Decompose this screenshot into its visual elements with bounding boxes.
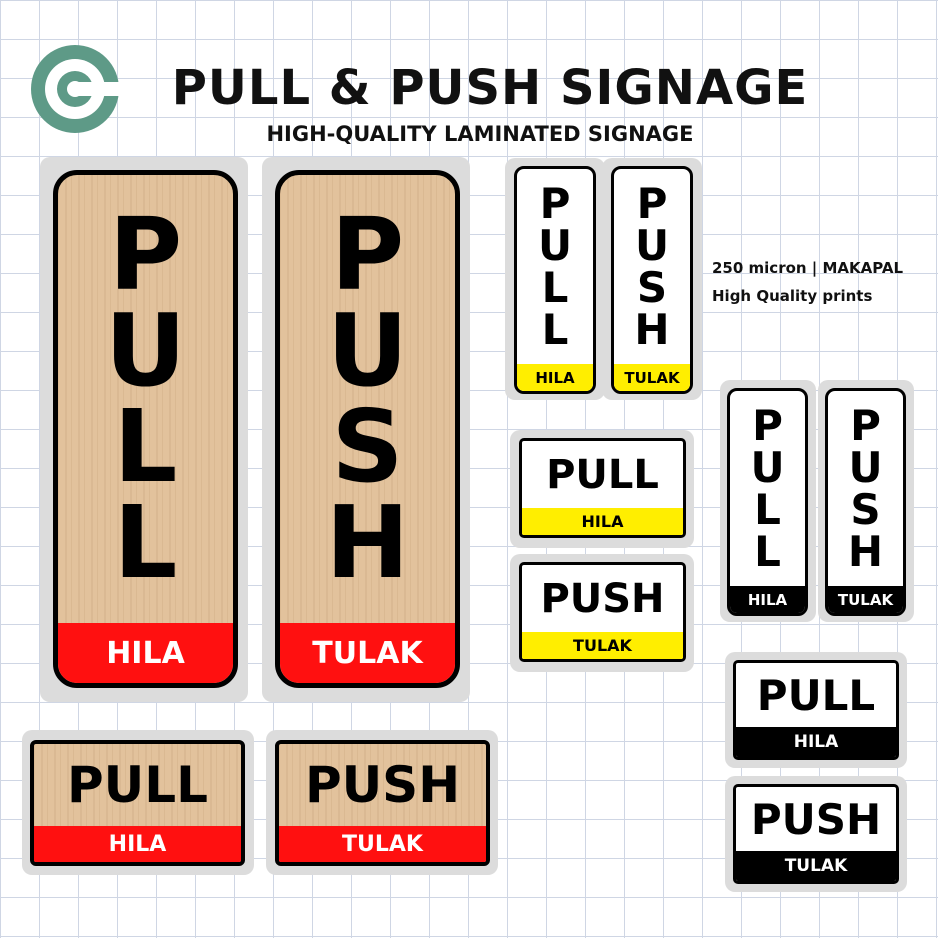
sign-pull-black-vertical: P U L L HILA <box>727 388 808 616</box>
sign-main-text: PUSH <box>540 575 665 622</box>
sign-push-yellow-horizontal: PUSH TULAK <box>519 562 686 662</box>
sign-sub-label: HILA <box>58 623 233 683</box>
sign-push-wood-large: P U S H TULAK <box>275 170 460 688</box>
spec-line-quality: High Quality prints <box>712 287 873 305</box>
sign-main-text: P U S H <box>634 178 670 354</box>
sign-pull-black-horizontal: PULL HILA <box>733 660 899 760</box>
sign-pull-wood-small: PULL HILA <box>30 740 245 866</box>
sign-sub-label: TULAK <box>280 623 455 683</box>
sign-main-text: P U L L <box>104 196 187 601</box>
sign-sub-label: HILA <box>34 826 241 862</box>
brand-logo <box>31 45 120 133</box>
sign-pull-yellow-vertical: P U L L HILA <box>514 166 596 394</box>
sign-push-yellow-vertical: P U S H TULAK <box>611 166 693 394</box>
sign-main-text: PUSH <box>750 794 882 844</box>
sign-main-text: PULL <box>546 451 659 498</box>
sign-main-text: PUSH <box>304 756 461 814</box>
sign-sub-label: TULAK <box>522 632 683 659</box>
sign-sub-label: HILA <box>730 586 805 613</box>
sign-sub-label: TULAK <box>828 586 903 613</box>
sign-main-text: PULL <box>756 670 876 720</box>
sign-main-text: P U S H <box>325 196 410 601</box>
sign-push-black-horizontal: PUSH TULAK <box>733 784 899 884</box>
sign-sub-label: TULAK <box>736 851 896 881</box>
spec-note: 250 micron | MAKAPAL High Quality prints <box>712 254 903 310</box>
sign-pull-wood-large: P U L L HILA <box>53 170 238 688</box>
sign-main-text: P U L L <box>750 400 785 576</box>
sign-main-text: PULL <box>67 756 208 814</box>
sign-push-wood-small: PUSH TULAK <box>275 740 490 866</box>
sign-push-black-vertical: P U S H TULAK <box>825 388 906 616</box>
sign-pull-yellow-horizontal: PULL HILA <box>519 438 686 538</box>
spec-line-thickness: 250 micron | MAKAPAL <box>712 259 904 277</box>
sign-main-text: P U S H <box>847 400 884 576</box>
sign-sub-label: HILA <box>517 364 593 391</box>
sign-sub-label: TULAK <box>614 364 690 391</box>
sign-sub-label: HILA <box>522 508 683 535</box>
sign-sub-label: TULAK <box>279 826 486 862</box>
page-title: PULL & PUSH SIGNAGE <box>171 60 809 116</box>
sign-main-text: P U L L <box>537 178 573 354</box>
sign-sub-label: HILA <box>736 727 896 757</box>
page-subtitle: HIGH-QUALITY LAMINATED SIGNAGE <box>266 122 694 146</box>
